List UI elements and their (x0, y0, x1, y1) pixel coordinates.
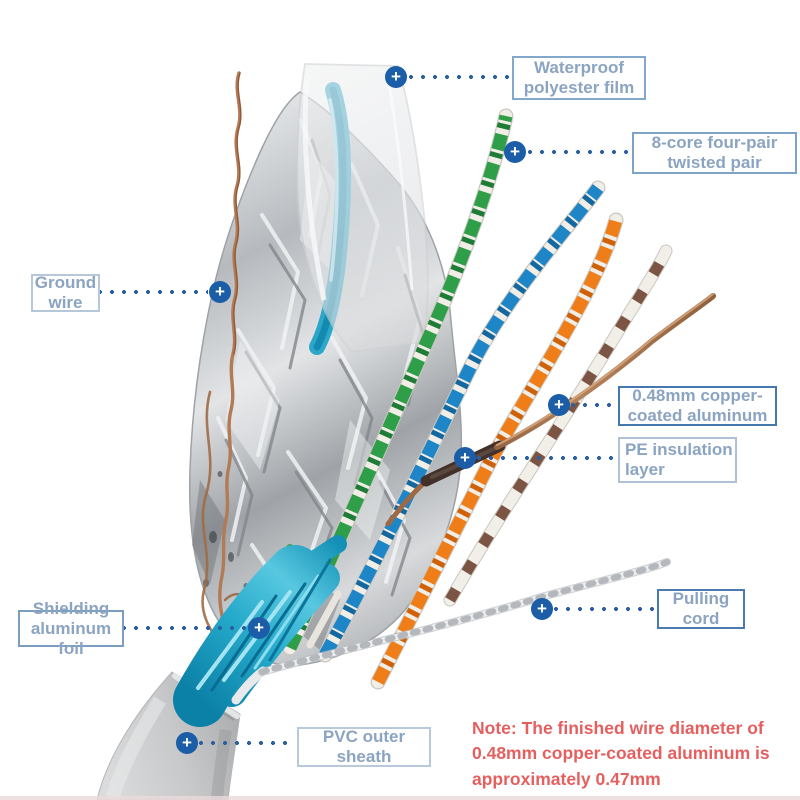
twisted-pair-blue (317, 180, 606, 663)
callout-pulling-cord: Pulling cord (657, 589, 745, 629)
callout-shielding-foil: Shielding aluminum foil (18, 599, 124, 658)
plus-marker-icon: + (385, 66, 407, 88)
polyester-film (296, 63, 429, 353)
callout-label: 0.48mm copper-coated aluminum (627, 386, 768, 425)
callout-twisted-pair: 8-core four-pair twisted pair (632, 132, 797, 174)
callout-copper-aluminum: 0.48mm copper-coated aluminum (618, 386, 777, 426)
callout-waterproof-film: Waterproof polyester film (512, 56, 646, 100)
leader-line-pvc-sheath (199, 741, 295, 745)
pulling-cord (258, 558, 671, 676)
callout-ground-wire: Ground wire (31, 273, 100, 312)
leader-line-shielding-foil (122, 626, 246, 630)
page-bottom-divider (0, 796, 800, 800)
plus-marker-icon: + (176, 732, 198, 754)
callout-label: Ground wire (34, 273, 97, 312)
leader-line-copper-aluminum (571, 403, 616, 407)
plus-marker-icon: + (548, 394, 570, 416)
plus-marker-icon: + (531, 598, 553, 620)
leader-line-waterproof-film (409, 75, 510, 79)
callout-label: Waterproof polyester film (523, 58, 635, 97)
callout-pe-insulation: PE insulation layer (618, 437, 737, 483)
plus-marker-icon: + (454, 447, 476, 469)
twisted-pair-brown (443, 244, 673, 607)
callout-label: PE insulation layer (625, 440, 733, 479)
callout-label: 8-core four-pair twisted pair (651, 133, 778, 172)
callout-label: Shielding aluminum foil (30, 598, 112, 658)
callout-label: Pulling cord (672, 589, 730, 628)
note-text: Note: The finished wire diameter of 0.48… (472, 718, 770, 789)
plus-marker-icon: + (504, 141, 526, 163)
leader-line-twisted-pair (528, 150, 630, 154)
plus-marker-icon: + (209, 281, 231, 303)
callout-label: PVC outer sheath (322, 727, 406, 766)
plus-marker-icon: + (248, 617, 270, 639)
leader-line-pulling-cord (554, 607, 655, 611)
leader-line-ground-wire (98, 290, 208, 294)
ground-wire (201, 71, 264, 650)
callout-pvc-sheath: PVC outer sheath (297, 727, 431, 767)
leader-line-pe-insulation (477, 456, 616, 460)
